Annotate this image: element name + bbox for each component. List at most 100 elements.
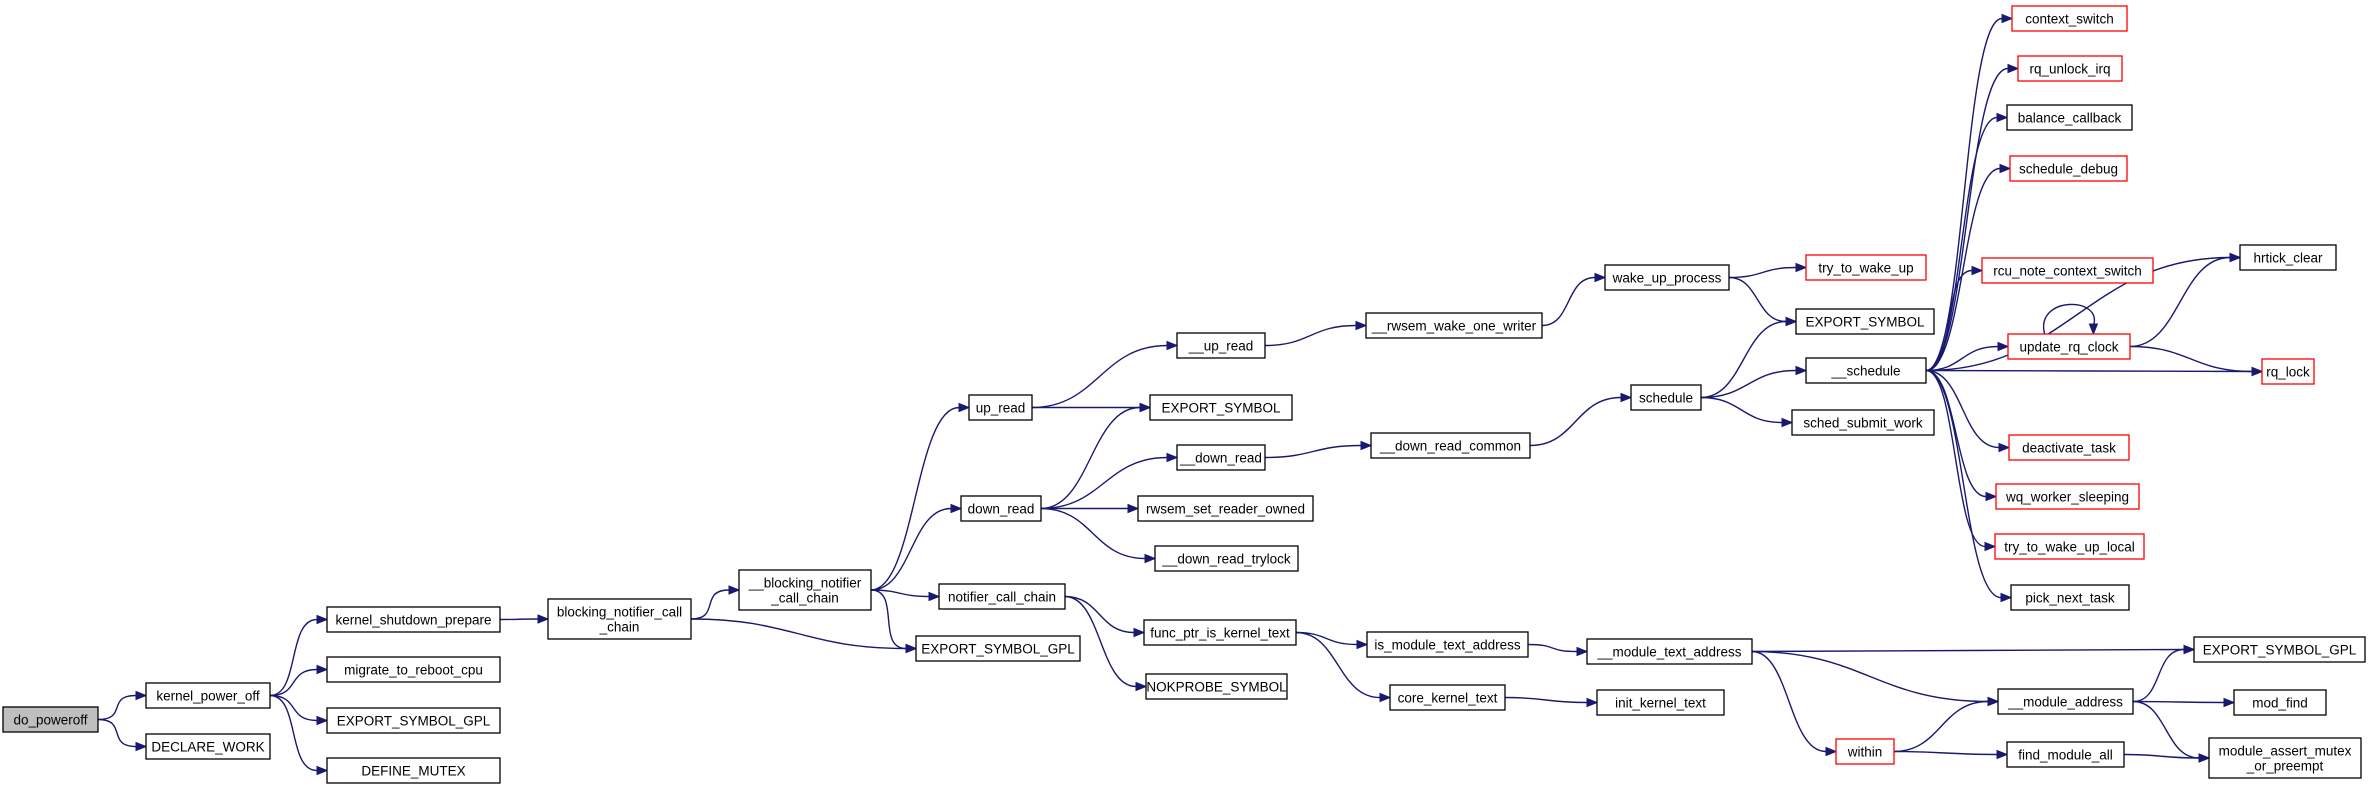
edge-arrowhead — [537, 614, 550, 624]
edge-line — [1925, 369, 2002, 599]
node-__down_read_trylock[interactable]: __down_read_trylock — [1154, 545, 1299, 572]
edge-arrowhead — [1576, 646, 1589, 657]
node-export_symbol_2[interactable]: EXPORT_SYMBOL — [1795, 308, 1935, 335]
edge-arrowhead — [1594, 272, 1607, 283]
edge-__schedule-to-rq_lock — [1925, 366, 2264, 377]
node-func_ptr_is_kernel_text[interactable]: func_ptr_is_kernel_text — [1143, 619, 1297, 646]
node-deactivate_task[interactable]: deactivate_task — [2008, 434, 2130, 461]
edge-arrowhead — [2223, 697, 2236, 708]
node-label: find_module_all — [2018, 748, 2113, 763]
node-down_read[interactable]: down_read — [960, 495, 1042, 522]
node-declare_work[interactable]: DECLARE_WORK — [145, 733, 271, 760]
edge-do_poweroff-to-declare_work — [97, 718, 148, 752]
node-export_symbol_gpl_3[interactable]: EXPORT_SYMBOL_GPL — [2193, 636, 2366, 663]
node-__up_read[interactable]: __up_read — [1176, 332, 1266, 359]
node-schedule_debug[interactable]: schedule_debug — [2009, 155, 2128, 182]
node-box — [968, 394, 1033, 421]
node-__module_text_address[interactable]: __module_text_address — [1586, 638, 1753, 665]
node-box — [2193, 636, 2366, 663]
edge-line — [870, 589, 930, 598]
node-wake_up_process[interactable]: wake_up_process — [1604, 264, 1730, 291]
node-pick_next_task[interactable]: pick_next_task — [2010, 584, 2130, 611]
node-define_mutex[interactable]: DEFINE_MUTEX — [326, 757, 501, 784]
edge-arrowhead — [2198, 753, 2211, 763]
node-box — [326, 656, 501, 683]
node-rq_lock[interactable]: rq_lock — [2261, 358, 2315, 385]
edge-within-to-__module_address — [1893, 696, 2000, 753]
node-export_symbol_1[interactable]: EXPORT_SYMBOL — [1149, 394, 1293, 421]
node-box — [145, 733, 271, 760]
node-up_read[interactable]: up_read — [968, 394, 1033, 421]
edge-blocking_notifier_call_chain-to-__blocking_notifier_call_chain — [690, 585, 741, 620]
edge-line — [1541, 276, 1596, 327]
edge-arrowhead — [1795, 262, 1808, 273]
node-within[interactable]: within — [1835, 738, 1895, 765]
node-module_assert_mutex_or_preempt[interactable]: module_assert_mutex_or_preempt — [2208, 737, 2362, 779]
node-label: update_rq_clock — [2019, 340, 2118, 355]
edge-line — [1700, 369, 1797, 399]
edge-__up_read-to-__rwsem_wake_one_writer — [1264, 320, 1368, 347]
node-rq_unlock_irq[interactable]: rq_unlock_irq — [2017, 55, 2123, 82]
node-export_symbol_gpl_2[interactable]: EXPORT_SYMBOL_GPL — [915, 635, 1081, 662]
edge-arrowhead — [316, 664, 329, 675]
node-nokprobe_symbol[interactable]: NOKPROBE_SYMBOL — [1145, 673, 1288, 700]
node-rwsem_set_reader_owned[interactable]: rwsem_set_reader_owned — [1137, 495, 1314, 522]
node-try_to_wake_up_local[interactable]: try_to_wake_up_local — [1994, 533, 2145, 560]
node-label: rcu_note_context_switch — [1993, 264, 2142, 279]
node-migrate_to_reboot_cpu[interactable]: migrate_to_reboot_cpu — [326, 656, 501, 683]
edge-line — [1700, 396, 1783, 424]
edge-arrowhead — [1144, 553, 1157, 564]
node-label: _or_preempt — [2246, 759, 2324, 774]
node-update_rq_clock[interactable]: update_rq_clock — [2007, 333, 2131, 360]
node-label: pick_next_task — [2025, 591, 2115, 606]
edge-line — [1925, 116, 1998, 372]
node-hrtick_clear[interactable]: hrtick_clear — [2239, 244, 2337, 271]
node-blocking_notifier_call_chain[interactable]: blocking_notifier_call_chain — [547, 598, 692, 640]
node-label: within — [1847, 745, 1883, 760]
edge-line — [1925, 269, 1973, 372]
node-box — [326, 707, 501, 734]
edge-__schedule-to-rq_unlock_irq — [1925, 63, 2020, 372]
node-box — [1366, 631, 1529, 658]
node-balance_callback[interactable]: balance_callback — [2006, 104, 2133, 131]
edge-core_kernel_text-to-init_kernel_text — [1504, 696, 1599, 708]
edge-line — [1264, 324, 1357, 347]
edge-down_read-to-rwsem_set_reader_owned — [1040, 503, 1140, 514]
node-wq_worker_sleeping[interactable]: wq_worker_sleeping — [1995, 483, 2140, 510]
node-label: NOKPROBE_SYMBOL — [1146, 680, 1287, 695]
node-rcu_note_context_switch[interactable]: rcu_note_context_switch — [1981, 257, 2154, 284]
node-box — [1154, 545, 1299, 572]
node-__down_read_common[interactable]: __down_read_common — [1370, 432, 1531, 459]
node-mod_find[interactable]: mod_find — [2233, 689, 2327, 716]
node-kernel_power_off[interactable]: kernel_power_off — [145, 682, 271, 709]
edge-kernel_shutdown_prepare-to-blocking_notifier_call_chain — [499, 614, 550, 624]
node-schedule[interactable]: schedule — [1630, 384, 1702, 411]
edge-line — [97, 718, 137, 748]
node-export_symbol_gpl_1[interactable]: EXPORT_SYMBOL_GPL — [326, 707, 501, 734]
node-init_kernel_text[interactable]: init_kernel_text — [1596, 689, 1725, 716]
node-label: wake_up_process — [1612, 271, 1722, 286]
node-try_to_wake_up[interactable]: try_to_wake_up — [1805, 254, 1927, 281]
node-__rwsem_wake_one_writer[interactable]: __rwsem_wake_one_writer — [1365, 312, 1543, 339]
node-__schedule[interactable]: __schedule — [1805, 357, 1927, 384]
edge-__blocking_notifier_call_chain-to-up_read — [870, 402, 971, 591]
edge-__module_text_address-to-__module_address — [1751, 650, 2000, 707]
node-__module_address[interactable]: __module_address — [1997, 688, 2134, 715]
edge-update_rq_clock-to-hrtick_clear — [2129, 252, 2242, 348]
edge-arrowhead — [2229, 252, 2242, 263]
edge-is_module_text_address-to-__module_text_address — [1527, 643, 1589, 657]
node-find_module_all[interactable]: find_module_all — [2006, 741, 2125, 768]
node-context_switch[interactable]: context_switch — [2011, 5, 2128, 32]
edge-line — [1925, 256, 2231, 372]
node-sched_submit_work[interactable]: sched_submit_work — [1791, 409, 1935, 436]
node-notifier_call_chain[interactable]: notifier_call_chain — [938, 583, 1066, 610]
node-is_module_text_address[interactable]: is_module_text_address — [1366, 631, 1529, 658]
node-__down_read[interactable]: __down_read — [1176, 444, 1266, 471]
node-__blocking_notifier_call_chain[interactable]: __blocking_notifier_call_chain — [738, 569, 872, 611]
node-kernel_shutdown_prepare[interactable]: kernel_shutdown_prepare — [326, 606, 501, 633]
edge-arrowhead — [2088, 323, 2099, 336]
node-core_kernel_text[interactable]: core_kernel_text — [1389, 684, 1506, 711]
edge-line — [1925, 369, 2000, 449]
edge-arrowhead — [1795, 365, 1808, 376]
edge-arrowhead — [1133, 627, 1146, 638]
